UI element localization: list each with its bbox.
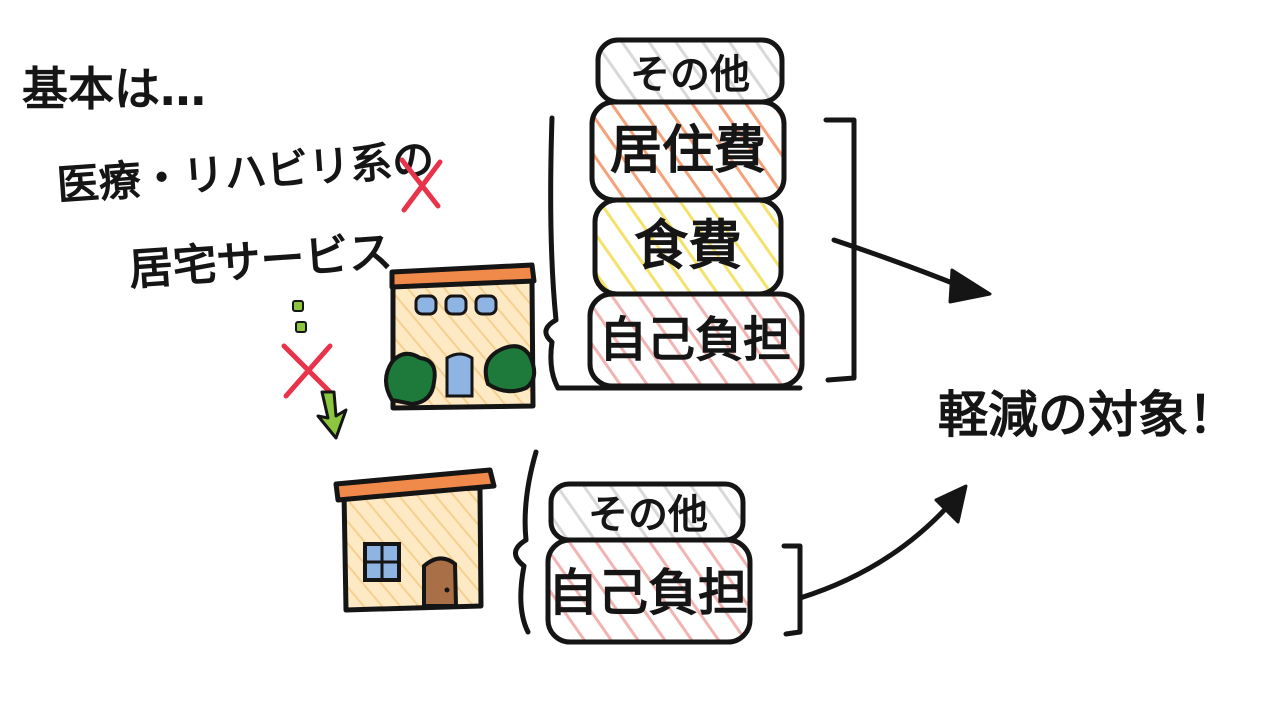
house-item-label: 自己負担: [548, 564, 748, 622]
target-label: 軽減の対象！: [938, 386, 1238, 444]
brace-icon: [543, 115, 561, 391]
brace-icon: [513, 449, 539, 635]
house-stack-item: その他: [548, 481, 746, 543]
house-cost-stack: その他 自己負担: [513, 449, 803, 645]
cross-mark-icon: [399, 157, 443, 213]
note-medical-rehab: 医療・リハビリ系の: [55, 135, 436, 210]
arrow-icon: [797, 484, 968, 601]
facility-building-icon: [384, 262, 537, 411]
facility-stack-item: 自己負担: [587, 291, 805, 389]
facility-stack-item: その他: [595, 37, 785, 105]
down-arrow-icon: [316, 390, 348, 440]
house-stack-item: 自己負担: [545, 537, 753, 645]
bracket-icon: [823, 117, 857, 383]
note-basic: 基本は…: [22, 62, 206, 116]
facility-stack-item: 食費: [592, 197, 784, 297]
house-item-label: その他: [588, 492, 708, 538]
arrow-icon: [831, 237, 992, 304]
facility-item-label: 居住費: [610, 121, 766, 181]
facility-stack-item: 居住費: [589, 99, 787, 203]
cross-mark-icon: [281, 343, 333, 399]
facility-item-label: 自己負担: [599, 312, 791, 368]
facility-cost-stack: その他 居住費 食費 自己負担: [543, 37, 857, 391]
note-home-service: 居宅サービス: [127, 227, 394, 296]
house-icon: [333, 467, 497, 613]
facility-item-label: 食費: [634, 214, 742, 277]
bracket-icon: [781, 543, 803, 637]
facility-item-label: その他: [630, 52, 750, 98]
transition-mark: [281, 300, 348, 440]
